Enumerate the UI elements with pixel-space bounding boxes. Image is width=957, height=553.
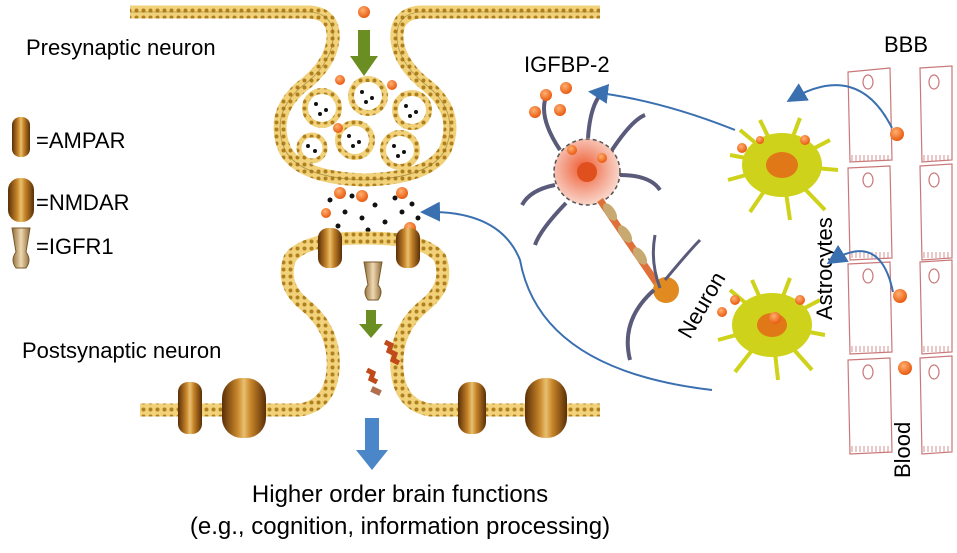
postsynaptic-label: Postsynaptic neuron	[22, 338, 221, 363]
igfbp2-molecule	[567, 145, 577, 155]
igfbp2-molecule	[396, 187, 408, 199]
ampar-receptor	[178, 382, 202, 434]
legend: =AMPAR =NMDAR =IGFR1	[8, 117, 130, 269]
signaling-cascade	[365, 339, 401, 396]
green-arrow-down	[350, 30, 378, 76]
nmdar-icon	[8, 178, 34, 222]
green-arrow-down	[359, 310, 383, 338]
legend-label: =NMDAR	[36, 190, 130, 215]
ampar-icon	[12, 117, 30, 157]
caption-line-1: Higher order brain functions	[252, 481, 548, 508]
legend-label: =IGFR1	[36, 234, 114, 259]
vesicle	[296, 132, 328, 164]
igfbp2-label: IGFBP-2	[524, 52, 610, 77]
synaptic-vesicles	[296, 6, 432, 170]
blue-arrow-down	[356, 418, 388, 470]
vesicle	[302, 88, 342, 128]
presynaptic-label: Presynaptic neuron	[26, 35, 216, 60]
igfbp2-molecule	[387, 80, 397, 90]
nmdar-receptor	[318, 228, 342, 268]
nmdar-receptor	[525, 378, 567, 438]
igfr1-receptor	[363, 261, 383, 301]
igfbp2-molecule	[321, 208, 331, 218]
igfbp2-molecule	[356, 190, 368, 202]
transport-arrows	[420, 83, 894, 391]
astrocytes-label: Astrocytes	[812, 217, 837, 320]
astrocyte-lower	[717, 277, 826, 381]
membrane-receptors-bottom	[178, 378, 567, 438]
nmdar-receptor	[396, 228, 420, 268]
bbb-endothelial-cells	[847, 65, 953, 455]
ampar-receptor	[458, 382, 486, 434]
neuron-label: Neuron	[673, 268, 731, 343]
igfbp2-molecule	[358, 6, 370, 18]
vesicle	[348, 76, 388, 116]
postsynaptic-receptors	[318, 228, 420, 301]
blood-label: Blood	[890, 422, 915, 478]
igfbp2-molecule	[334, 187, 346, 199]
vesicle	[380, 130, 420, 170]
igfbp2-molecule	[335, 75, 345, 85]
astrocyte-upper	[727, 117, 839, 221]
legend-item-nmdar: =NMDAR	[8, 178, 130, 222]
bbb-fringe	[851, 155, 949, 452]
postsynaptic-terminal	[140, 231, 600, 417]
bbb-label: BBB	[884, 32, 928, 57]
synaptic-cleft	[321, 187, 421, 234]
blood-igfbp2	[890, 127, 912, 375]
legend-label: =AMPAR	[36, 128, 125, 153]
presynaptic-terminal	[130, 5, 600, 187]
nmdar-receptor	[222, 378, 266, 438]
legend-item-igfr1: =IGFR1	[11, 227, 114, 269]
vesicle	[392, 90, 432, 130]
igfbp2-cluster	[529, 82, 572, 118]
igfbp2-molecule	[597, 153, 607, 163]
vesicle	[335, 120, 375, 160]
igfbp2-molecule	[333, 123, 343, 133]
caption-line-2: (e.g., cognition, information processing…	[190, 513, 610, 540]
legend-item-ampar: =AMPAR	[12, 117, 125, 157]
igfr1-icon	[11, 227, 31, 269]
